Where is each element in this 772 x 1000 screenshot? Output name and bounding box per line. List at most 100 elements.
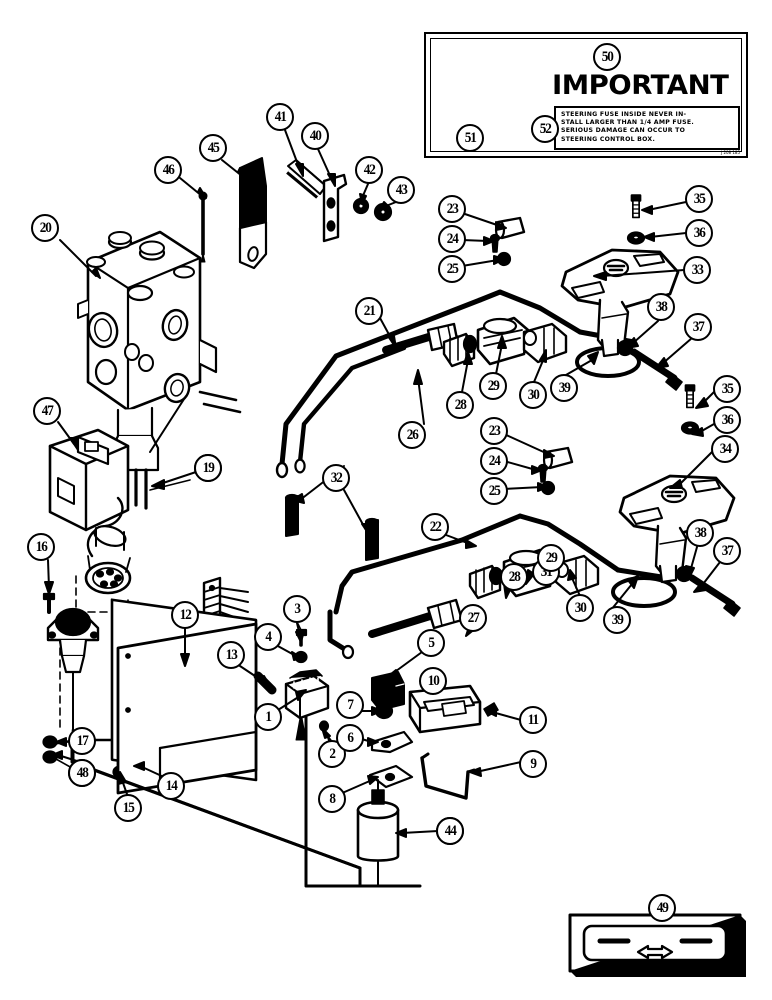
callout-number: 30 xyxy=(527,386,539,403)
callout-number: 22 xyxy=(429,518,441,535)
callout-23-alt: 23 xyxy=(480,417,508,445)
callout-number: 38 xyxy=(694,524,706,541)
callout-8: 8 xyxy=(318,785,346,813)
screw-16 xyxy=(42,592,56,614)
callout-number: 19 xyxy=(202,459,214,476)
callout-21: 21 xyxy=(355,297,383,325)
callout-38: 38 xyxy=(647,293,675,321)
callout-number: 37 xyxy=(721,542,733,559)
callout-45: 45 xyxy=(199,134,227,162)
link-bracket-40 xyxy=(322,173,348,243)
callout-40: 40 xyxy=(301,122,329,150)
callout-number: 14 xyxy=(165,777,177,794)
callout-number: 33 xyxy=(691,261,703,278)
callout-37-alt: 37 xyxy=(713,537,741,565)
insert-24b xyxy=(537,463,549,483)
spindle-housing-33 xyxy=(560,248,680,358)
callout-number: 45 xyxy=(207,139,219,156)
callout-43: 43 xyxy=(387,176,415,204)
callout-52: 52 xyxy=(531,115,559,143)
callout-number: 36 xyxy=(721,411,733,428)
washer-17 xyxy=(42,735,58,749)
callout-29: 29 xyxy=(479,372,507,400)
callout-number: 17 xyxy=(76,732,88,749)
o-ring-39b xyxy=(611,576,677,608)
elbow-fitting-28b xyxy=(468,564,504,600)
callout-number: 29 xyxy=(545,549,557,566)
callout-number: 13 xyxy=(225,646,237,663)
callout-number: 23 xyxy=(446,200,458,217)
cap-screw-35b xyxy=(684,384,696,409)
roll-pin-46 xyxy=(198,191,208,263)
callout-number: 3 xyxy=(294,600,301,617)
callout-30: 30 xyxy=(519,381,547,409)
callout-27: 27 xyxy=(459,604,487,632)
important-decal-inner-border xyxy=(430,38,742,152)
callout-48: 48 xyxy=(68,759,96,787)
connector-plug-1 xyxy=(284,669,330,888)
callout-28-alt: 28 xyxy=(500,563,528,591)
callout-number: 12 xyxy=(179,606,191,623)
callout-14: 14 xyxy=(157,772,185,800)
clamp-wire-9 xyxy=(420,752,476,800)
callout-number: 4 xyxy=(265,628,272,645)
callout-number: 46 xyxy=(162,161,174,178)
pin-41 xyxy=(286,159,327,199)
callout-number: 27 xyxy=(467,609,479,626)
callout-number: 43 xyxy=(395,181,407,198)
callout-30-alt: 30 xyxy=(566,594,594,622)
callout-number: 52 xyxy=(539,120,551,137)
callout-number: 9 xyxy=(530,755,537,772)
callout-number: 50 xyxy=(601,48,613,65)
callout-38-alt: 38 xyxy=(686,519,714,547)
callout-3: 3 xyxy=(283,595,311,623)
callout-number: 23 xyxy=(488,422,500,439)
socket-assembly xyxy=(46,607,202,742)
hose-upper-21 xyxy=(275,289,637,479)
tube-27 xyxy=(368,598,464,638)
callout-number: 35 xyxy=(721,380,733,397)
warning-line-3: SERIOUS DAMAGE CAN OCCUR TO xyxy=(561,127,686,135)
callout-41: 41 xyxy=(266,103,294,131)
callout-12: 12 xyxy=(171,601,199,629)
callout-51: 51 xyxy=(456,124,484,152)
callout-10: 10 xyxy=(419,667,447,695)
callout-number: 39 xyxy=(558,379,570,396)
switch-housing-10 xyxy=(408,684,482,734)
rubber-block-5 xyxy=(371,671,405,711)
callout-24: 24 xyxy=(438,225,466,253)
callout-7: 7 xyxy=(336,691,364,719)
callout-number: 42 xyxy=(363,161,375,178)
callout-49: 49 xyxy=(648,894,676,922)
filter-canister-44 xyxy=(356,779,400,887)
control-lever-45 xyxy=(238,157,268,270)
hose-lower-22 xyxy=(327,513,671,660)
callout-number: 7 xyxy=(347,696,354,713)
callout-22: 22 xyxy=(421,513,449,541)
callout-25-alt: 25 xyxy=(480,477,508,505)
callout-number: 28 xyxy=(508,568,520,585)
callout-42: 42 xyxy=(355,156,383,184)
callout-11: 11 xyxy=(519,706,547,734)
callout-number: 2 xyxy=(329,745,336,762)
callout-25: 25 xyxy=(438,255,466,283)
callout-number: 15 xyxy=(122,799,134,816)
callout-36-alt: 36 xyxy=(713,406,741,434)
cap-screw-35 xyxy=(630,194,642,219)
callout-number: 6 xyxy=(347,729,354,746)
connector-30 xyxy=(522,322,568,364)
callout-13: 13 xyxy=(217,641,245,669)
callout-44-alt: 44 xyxy=(436,817,464,845)
callout-5: 5 xyxy=(417,629,445,657)
callout-number: 28 xyxy=(454,396,466,413)
callout-24-alt: 24 xyxy=(480,447,508,475)
callout-50: 50 xyxy=(593,43,621,71)
callout-number: 30 xyxy=(574,599,586,616)
bolt-37b xyxy=(688,574,741,617)
callout-15: 15 xyxy=(114,794,142,822)
callout-number: 21 xyxy=(363,302,375,319)
callout-1: 1 xyxy=(254,703,282,731)
callout-number: 35 xyxy=(693,190,705,207)
insert-24 xyxy=(489,233,501,253)
